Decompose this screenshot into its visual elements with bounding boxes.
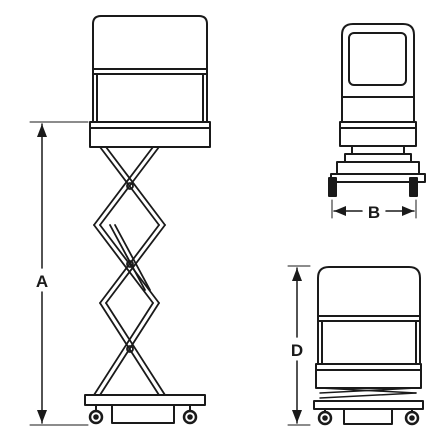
- extended-lift-view: [84, 15, 211, 425]
- stowed-guard-rail: [317, 266, 421, 365]
- dimension-a: [29, 121, 89, 426]
- dimension-label-d: D: [291, 341, 303, 360]
- dimension-b: [331, 199, 417, 219]
- front-guard-rail: [341, 23, 415, 123]
- guard-rail: [92, 15, 208, 123]
- chassis-base: [84, 394, 206, 424]
- front-view: [328, 23, 426, 197]
- platform-deck: [89, 121, 211, 148]
- caster-wheel-icon: [88, 404, 104, 425]
- stowed-platform-deck: [315, 363, 422, 389]
- dimension-label-a: A: [36, 272, 48, 291]
- front-wheels: [328, 177, 418, 197]
- stowed-chassis-base: [313, 400, 424, 425]
- stowed-scissor-pack: [315, 387, 422, 402]
- front-platform-deck: [339, 121, 417, 147]
- caster-wheel-icon: [182, 404, 198, 425]
- wheel-icon: [328, 177, 337, 197]
- caster-wheels: [88, 404, 198, 425]
- caster-wheel-icon: [404, 408, 420, 426]
- caster-wheel-icon: [317, 408, 333, 426]
- scissor-mechanism: [93, 146, 166, 396]
- dimension-d: [287, 265, 311, 426]
- dimension-label-b: B: [368, 203, 380, 222]
- stowed-lift-view: [313, 266, 424, 426]
- front-lift-base: [330, 145, 426, 183]
- wheel-icon: [409, 177, 418, 197]
- stowed-wheels: [317, 408, 420, 426]
